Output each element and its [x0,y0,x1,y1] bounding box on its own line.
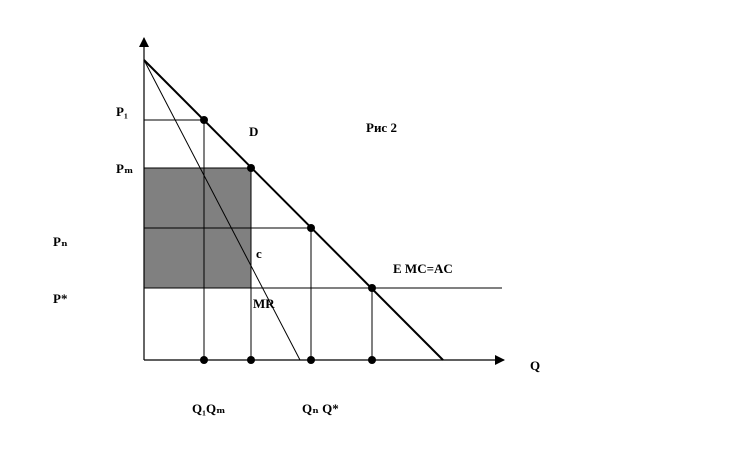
mr-line [143,59,301,361]
label-demand: D [249,124,258,139]
axis-point-qm [247,356,255,364]
label-mr: MR [253,296,275,311]
label-c: c [256,246,262,261]
label-p1: P₁ [116,104,128,119]
label-q1-qm: Q₁Qₘ [192,401,226,416]
figure-caption: Рис 2 [366,120,397,135]
demand-point-pm [247,164,255,172]
axis-point-qn [307,356,315,364]
label-e-mc-ac: E MC=AC [393,261,453,276]
axis-point-qstar [368,356,376,364]
label-pm: Pₘ [116,161,133,176]
demand-point-pn [307,224,315,232]
label-q-axis: Q [530,358,540,373]
label-pstar: P* [53,291,67,306]
demand-point-p1 [200,116,208,124]
label-qn-qstar: Qₙ Q* [302,401,339,416]
label-pn: Pₙ [53,234,68,249]
demand-line [143,59,444,361]
demand-point-e [368,284,376,292]
axis-point-q1 [200,356,208,364]
